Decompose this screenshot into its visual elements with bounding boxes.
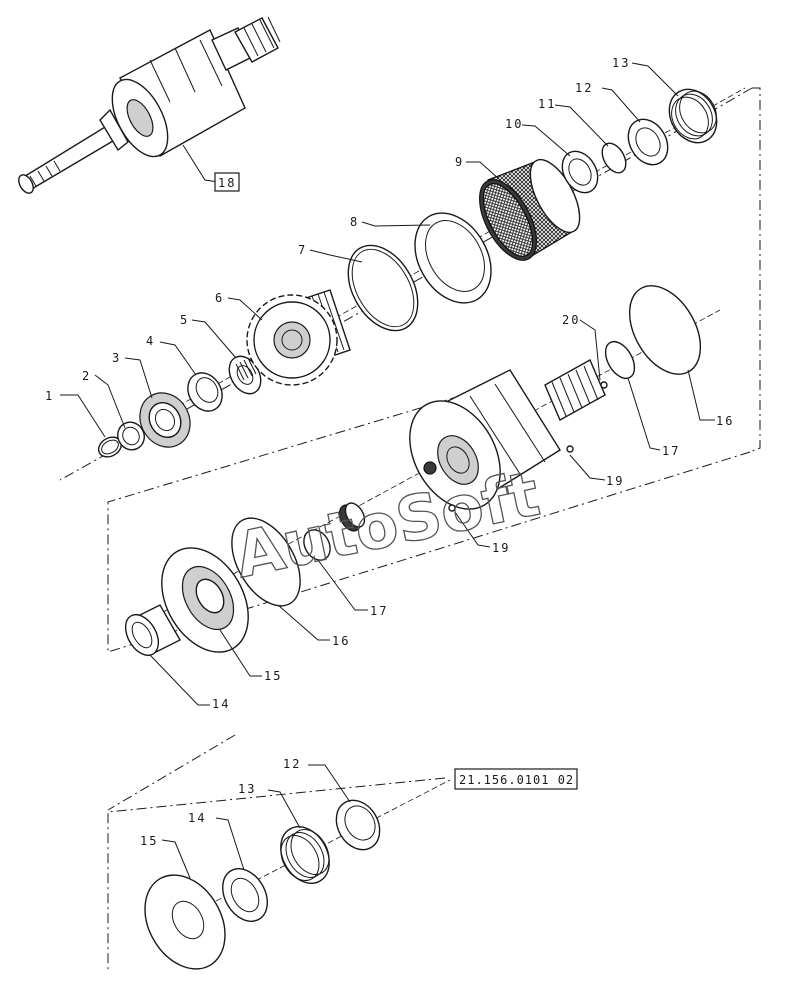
leader-lines (60, 62, 715, 879)
part-18-shaft-carrier (18, 16, 281, 194)
part-15-piston-lower (144, 874, 226, 970)
label-14-lower: 14 (188, 811, 206, 825)
label-17-left: 17 (370, 604, 388, 618)
label-3: 3 (112, 351, 121, 365)
part-3-bearing (139, 392, 191, 448)
label-11: 11 (538, 97, 556, 111)
label-18: 18 (218, 176, 236, 190)
part-10-washer (561, 150, 599, 194)
part-16-o-ring-right (628, 285, 702, 375)
part-17-ring-left (303, 529, 331, 561)
pinion-gear-small (338, 502, 366, 532)
label-1: 1 (45, 389, 54, 403)
part-17-ring-right (604, 340, 636, 380)
reference-box (454, 768, 578, 790)
part-15-piston-middle (161, 547, 249, 653)
part-11-snap-ring (601, 142, 627, 174)
assembly-boundary-lower (107, 734, 446, 972)
part-2-washer (117, 421, 145, 451)
reference-label: 21.156.0101 02 (459, 773, 574, 787)
label-10: 10 (505, 117, 523, 131)
part-14-sleeve-lower (222, 868, 268, 922)
part-13-spring-upper (668, 88, 718, 144)
label-16-right: 16 (716, 414, 734, 428)
label-13-lower: 13 (238, 782, 256, 796)
part-12-thrust-washer-upper (627, 118, 669, 166)
label-12-upper: 12 (575, 81, 593, 95)
label-15-middle: 15 (264, 669, 282, 683)
watermark: AutoSoft (229, 457, 546, 592)
label-7: 7 (298, 243, 307, 257)
part-12-thrust-washer-lower (335, 799, 381, 851)
label-19-right: 19 (606, 474, 624, 488)
label-16-left: 16 (332, 634, 350, 648)
label-5: 5 (180, 313, 189, 327)
part-19-planet-carrier (409, 359, 608, 512)
label-20: 20 (562, 313, 580, 327)
label-17-right: 17 (662, 444, 680, 458)
part-4-bushing (187, 372, 223, 412)
label-4: 4 (146, 334, 155, 348)
label-14-middle: 14 (212, 697, 230, 711)
label-18-box (214, 172, 240, 192)
part-6-gear (246, 289, 351, 386)
part-14-sleeve-middle (124, 604, 181, 656)
part-8-disc (414, 212, 492, 304)
label-2: 2 (82, 369, 91, 383)
label-13-upper: 13 (612, 56, 630, 70)
label-6: 6 (215, 291, 224, 305)
assembly-boundary-middle (107, 389, 751, 653)
part-16-o-ring-left (231, 517, 301, 607)
part-13-spring-lower (280, 826, 330, 884)
label-19-lower: 19 (492, 541, 510, 555)
label-8: 8 (350, 215, 359, 229)
label-9: 9 (455, 155, 464, 169)
label-12-lower: 12 (283, 757, 301, 771)
callout-labels: 1 2 3 4 5 6 7 8 9 10 11 12 13 18 20 19 1… (45, 56, 734, 848)
part-7-large-snap-ring (347, 244, 419, 332)
label-15-lower: 15 (140, 834, 158, 848)
part-9-clutch-drum (479, 158, 581, 261)
